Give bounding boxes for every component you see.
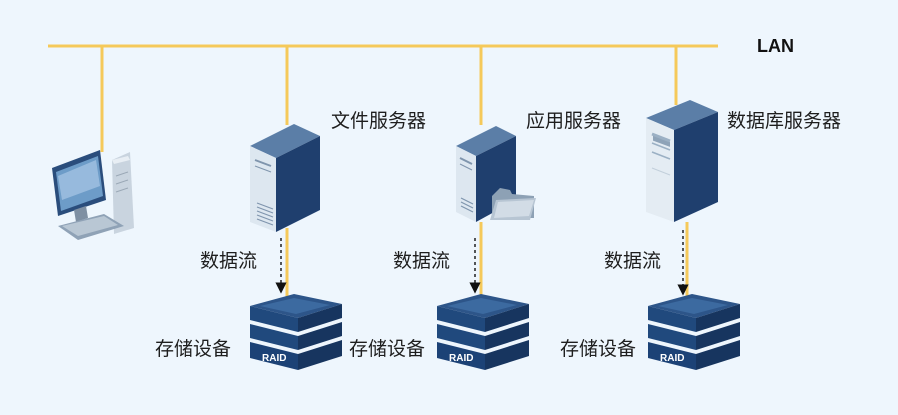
raid-label: RAID (262, 353, 286, 364)
raid-label: RAID (660, 353, 684, 364)
storage-device-icon-2: RAID (437, 294, 529, 370)
data-flow-label-3: 数据流 (604, 250, 662, 272)
client-pc-icon (52, 150, 134, 240)
storage-device-icon-3: RAID (648, 294, 740, 370)
data-flow-label-2: 数据流 (393, 250, 451, 272)
storage-device-icon-1: RAID (250, 294, 342, 370)
database-server-label: 数据库服务器 (727, 110, 842, 132)
file-server-icon (250, 124, 320, 232)
folder-icon (490, 188, 536, 220)
storage-label-1: 存储设备 (155, 338, 232, 360)
lan-label: LAN (757, 36, 794, 56)
database-server-icon (646, 100, 718, 222)
file-server-label: 文件服务器 (331, 110, 427, 132)
application-server-label: 应用服务器 (526, 110, 622, 132)
storage-label-3: 存储设备 (560, 338, 637, 360)
lan-bus (48, 44, 718, 152)
storage-label-2: 存储设备 (349, 338, 426, 360)
application-server-icon (456, 126, 536, 222)
raid-label: RAID (449, 353, 473, 364)
data-flow-label-1: 数据流 (200, 250, 258, 272)
